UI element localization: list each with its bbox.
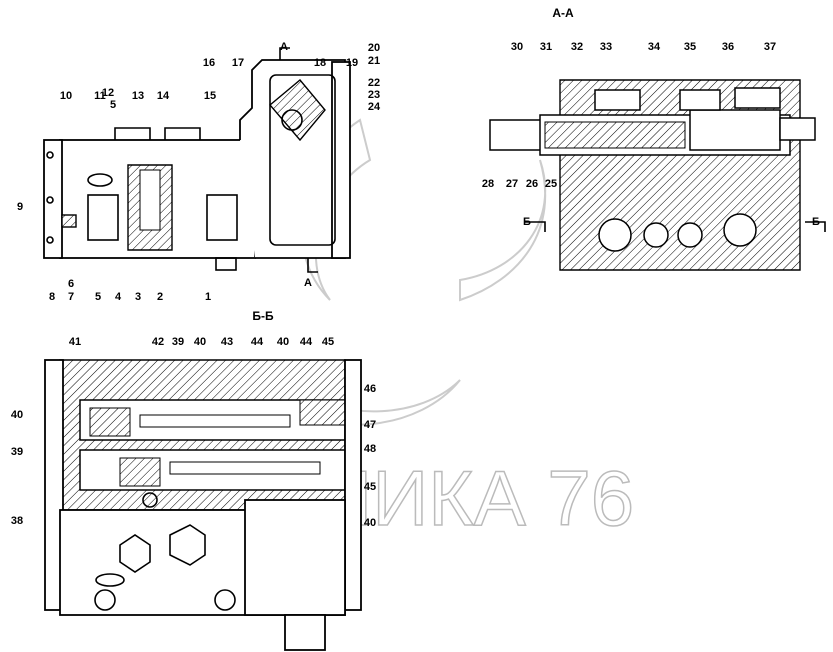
callout-label: 45 xyxy=(364,481,376,493)
callout-label: 25 xyxy=(545,178,557,190)
callout-label: 30 xyxy=(511,41,523,53)
callout-label: 43 xyxy=(221,336,233,348)
callout-label: 40 xyxy=(277,336,289,348)
callout-label: 33 xyxy=(600,41,612,53)
callout-label: 48 xyxy=(364,443,376,455)
section-marker: Б xyxy=(812,216,820,228)
section-marker: А xyxy=(280,41,288,53)
section-marker: А xyxy=(304,277,312,289)
callout-label: 40 xyxy=(11,409,23,421)
callout-label: 36 xyxy=(722,41,734,53)
side-view xyxy=(43,47,351,273)
callout-label: 10 xyxy=(60,90,72,102)
callout-label: 32 xyxy=(571,41,583,53)
callout-label: 3 xyxy=(135,291,141,303)
callout-label: 40 xyxy=(194,336,206,348)
callout-label: 7 xyxy=(68,291,74,303)
callout-label: 45 xyxy=(322,336,334,348)
callout-label: 5 xyxy=(110,99,116,111)
callout-label: 41 xyxy=(69,336,81,348)
callout-label: 17 xyxy=(232,57,244,69)
callout-label: 13 xyxy=(132,90,144,102)
callout-label: 14 xyxy=(157,90,170,102)
callout-label: 35 xyxy=(684,41,696,53)
section-marker: Б xyxy=(523,216,531,228)
callout-label: 22 xyxy=(368,77,380,89)
callout-label: 6 xyxy=(68,278,74,290)
callout-label: 20 xyxy=(368,42,380,54)
callout-label: 8 xyxy=(49,291,55,303)
callout-label: 16 xyxy=(203,57,215,69)
callout-label: 4 xyxy=(115,291,122,303)
callout-label: 44 xyxy=(251,336,264,348)
callout-label: 37 xyxy=(764,41,776,53)
callout-label: 26 xyxy=(526,178,538,190)
callout-label: 9 xyxy=(17,201,23,213)
callout-label: 28 xyxy=(482,178,494,190)
callout-label: 11 xyxy=(94,90,106,102)
callout-label: 42 xyxy=(152,336,164,348)
callout-label: 5 xyxy=(95,291,101,303)
callout-label: 18 xyxy=(314,57,326,69)
callout-label: 44 xyxy=(300,336,313,348)
callout-label: 27 xyxy=(506,178,518,190)
callout-label: 15 xyxy=(204,90,216,102)
callout-label: 31 xyxy=(540,41,552,53)
callout-label: 2 xyxy=(157,291,163,303)
callout-label: 24 xyxy=(368,101,381,113)
callout-label: 34 xyxy=(648,41,661,53)
callout-label: 46 xyxy=(364,383,376,395)
callout-label: 47 xyxy=(364,419,376,431)
section-title: А-А xyxy=(552,6,574,20)
callout-label: 40 xyxy=(364,517,376,529)
callout-label: 39 xyxy=(172,336,184,348)
callout-label: 23 xyxy=(368,89,380,101)
section-aa-view xyxy=(489,79,826,271)
section-title: Б-Б xyxy=(252,309,274,323)
callout-label: 1 xyxy=(205,291,211,303)
callout-label: 39 xyxy=(11,446,23,458)
section-bb-view xyxy=(44,359,362,651)
callout-label: 12 xyxy=(102,87,114,99)
callout-label: 38 xyxy=(11,515,23,527)
callout-label: 19 xyxy=(346,57,358,69)
callout-label: 21 xyxy=(368,55,380,67)
